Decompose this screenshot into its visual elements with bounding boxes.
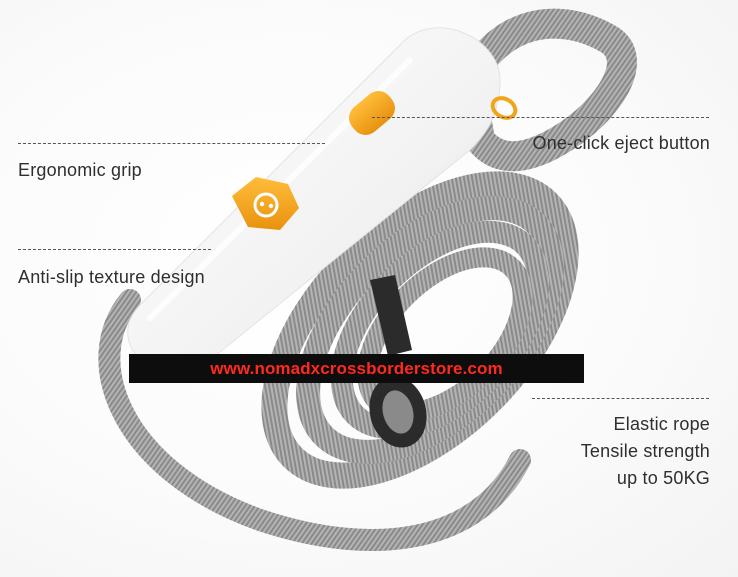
rope-callout: Elastic rope Tensile strength up to 50KG bbox=[581, 411, 710, 492]
handle-strap bbox=[455, 8, 637, 172]
eject-callout: One-click eject button bbox=[532, 133, 710, 153]
logo-badge bbox=[232, 177, 299, 230]
texture-leader-line bbox=[18, 249, 211, 250]
orange-ring bbox=[490, 96, 518, 120]
grip-callout: Ergonomic grip bbox=[18, 160, 142, 180]
rope-callout-line2: Tensile strength bbox=[580, 441, 710, 461]
texture-callout: Anti-slip texture design bbox=[18, 267, 205, 287]
watermark-text: www.nomadxcrossborderstore.com bbox=[210, 358, 503, 378]
eject-leader-line bbox=[372, 117, 709, 118]
grip-leader-line bbox=[18, 143, 325, 144]
rope-callout-line1: Elastic rope bbox=[613, 414, 710, 434]
metal-clip bbox=[369, 275, 427, 448]
eject-button-shape bbox=[349, 91, 395, 135]
rope-leader-line bbox=[532, 398, 709, 399]
rope-callout-line3: up to 50KG bbox=[616, 468, 710, 488]
watermark-banner: www.nomadxcrossborderstore.com bbox=[129, 354, 584, 383]
